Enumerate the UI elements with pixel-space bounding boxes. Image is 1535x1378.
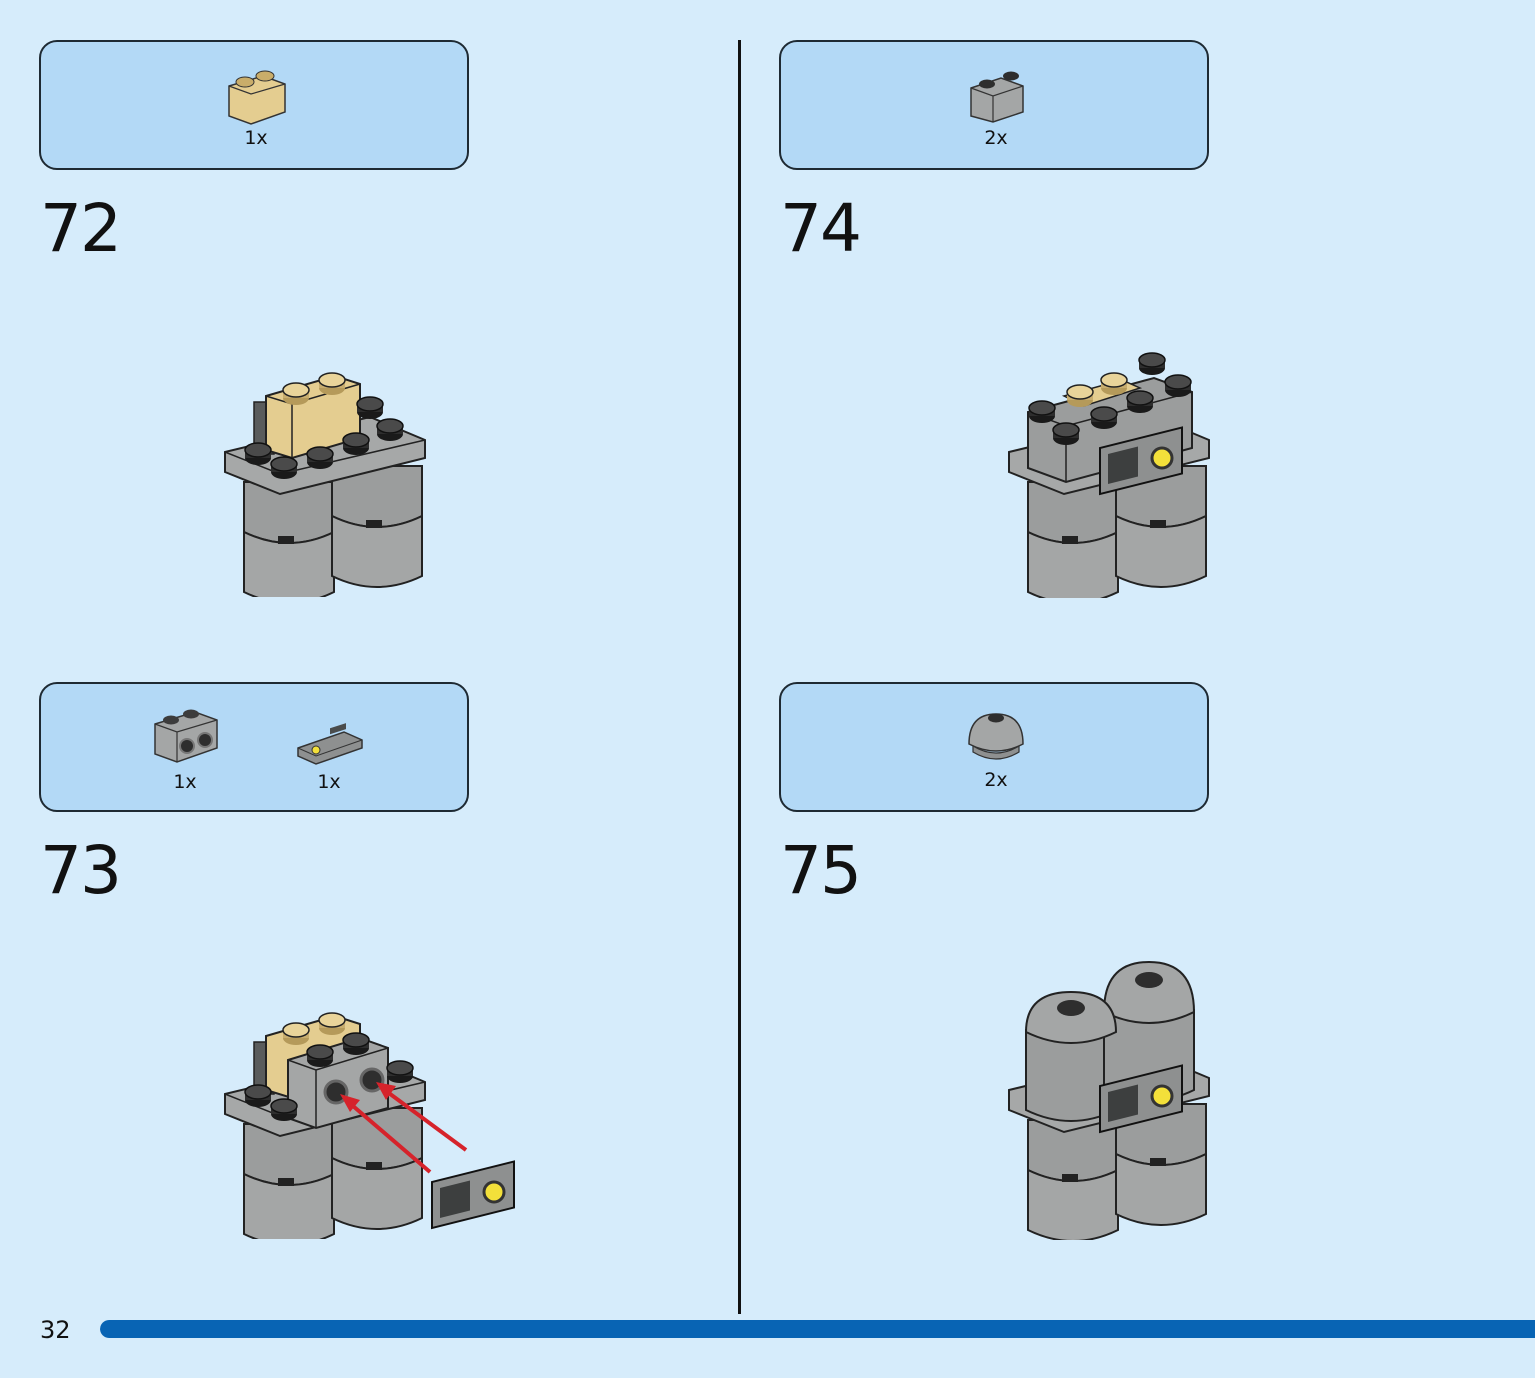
step-75-model-image xyxy=(1008,960,1210,1240)
step-72-model-image xyxy=(224,372,426,597)
part-callout: 2x xyxy=(961,708,1031,790)
part-quantity: 1x xyxy=(244,127,268,149)
parts-box-step-74: 2x xyxy=(779,40,1209,170)
printed-control-tile-icon xyxy=(297,723,363,765)
gray-dome-icon xyxy=(968,713,1024,760)
part-quantity: 1x xyxy=(173,771,197,793)
step-number: 73 xyxy=(40,832,122,909)
part-callout: 1x xyxy=(221,64,291,148)
step-number: 75 xyxy=(780,832,862,909)
step-73-model-image xyxy=(224,1012,516,1239)
step-74-model-image xyxy=(1008,352,1210,598)
parts-box-step-73: 1x 1x xyxy=(39,682,469,812)
column-divider xyxy=(738,40,741,1314)
part-callout: 2x xyxy=(961,66,1031,148)
part-callout: 1x xyxy=(145,704,225,792)
step-number: 74 xyxy=(780,190,862,267)
part-quantity: 2x xyxy=(984,769,1008,791)
progress-bar xyxy=(100,1320,1535,1338)
tan-curved-brick-icon xyxy=(228,70,286,125)
parts-box-step-75: 2x xyxy=(779,682,1209,812)
gray-curved-brick-icon xyxy=(970,71,1024,123)
parts-box-step-72: 1x xyxy=(39,40,469,170)
gray-brick-with-studs-icon xyxy=(154,709,218,763)
page-number: 32 xyxy=(40,1316,71,1344)
progress-bar-fill xyxy=(100,1320,1535,1338)
part-quantity: 1x xyxy=(317,771,341,793)
part-callout: 1x xyxy=(291,722,367,792)
step-number: 72 xyxy=(40,190,122,267)
part-quantity: 2x xyxy=(984,127,1008,149)
